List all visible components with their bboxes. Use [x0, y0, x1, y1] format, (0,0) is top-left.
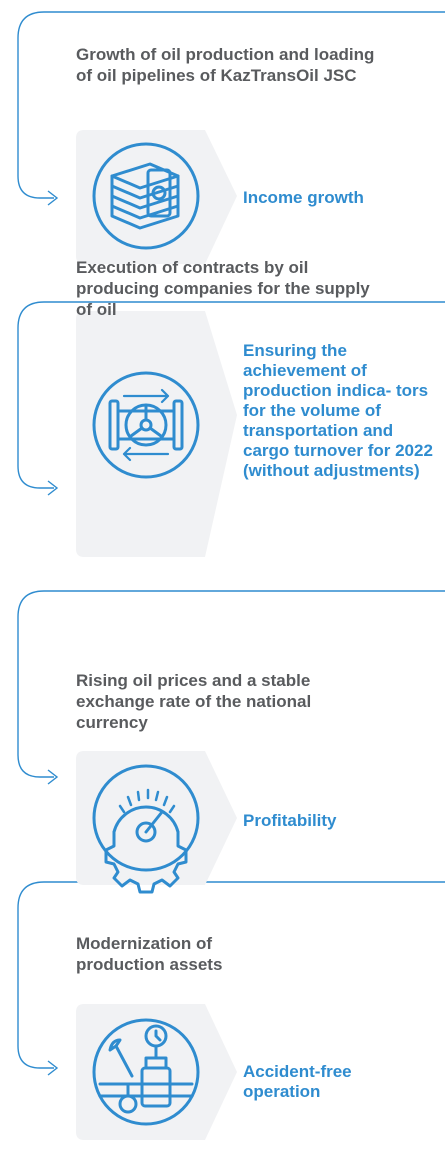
arrowhead-1	[47, 190, 59, 206]
connector-line-3	[17, 590, 445, 778]
wrench-manometer-icon	[92, 1018, 200, 1126]
arrowhead-4	[47, 1060, 59, 1076]
gauge-gear-icon	[92, 764, 200, 894]
connector-line-4	[17, 881, 445, 1069]
block-1-title: Growth of oil production and loading of …	[76, 45, 375, 85]
block-3-outcome: Profitability	[243, 811, 337, 830]
arrowhead-2	[47, 480, 59, 496]
block-1-outcome: Income growth	[243, 188, 364, 207]
money-stack-icon	[92, 142, 200, 250]
connector-line-1	[17, 11, 445, 199]
arrow-box-4	[76, 1004, 237, 1140]
block-2-title: Execution of contracts by oil producing …	[76, 258, 370, 319]
block-3-title: Rising oil prices and a stable exchange …	[76, 671, 312, 732]
block-4-outcome: Accident-free operation	[243, 1062, 352, 1101]
block-2-outcome: Ensuring the achievement of production i…	[243, 341, 433, 480]
arrowhead-3	[47, 769, 59, 785]
pipeline-valve-icon	[92, 371, 200, 479]
connector-line-2	[17, 301, 445, 489]
block-4-title: Modernization of production assets	[76, 934, 223, 974]
